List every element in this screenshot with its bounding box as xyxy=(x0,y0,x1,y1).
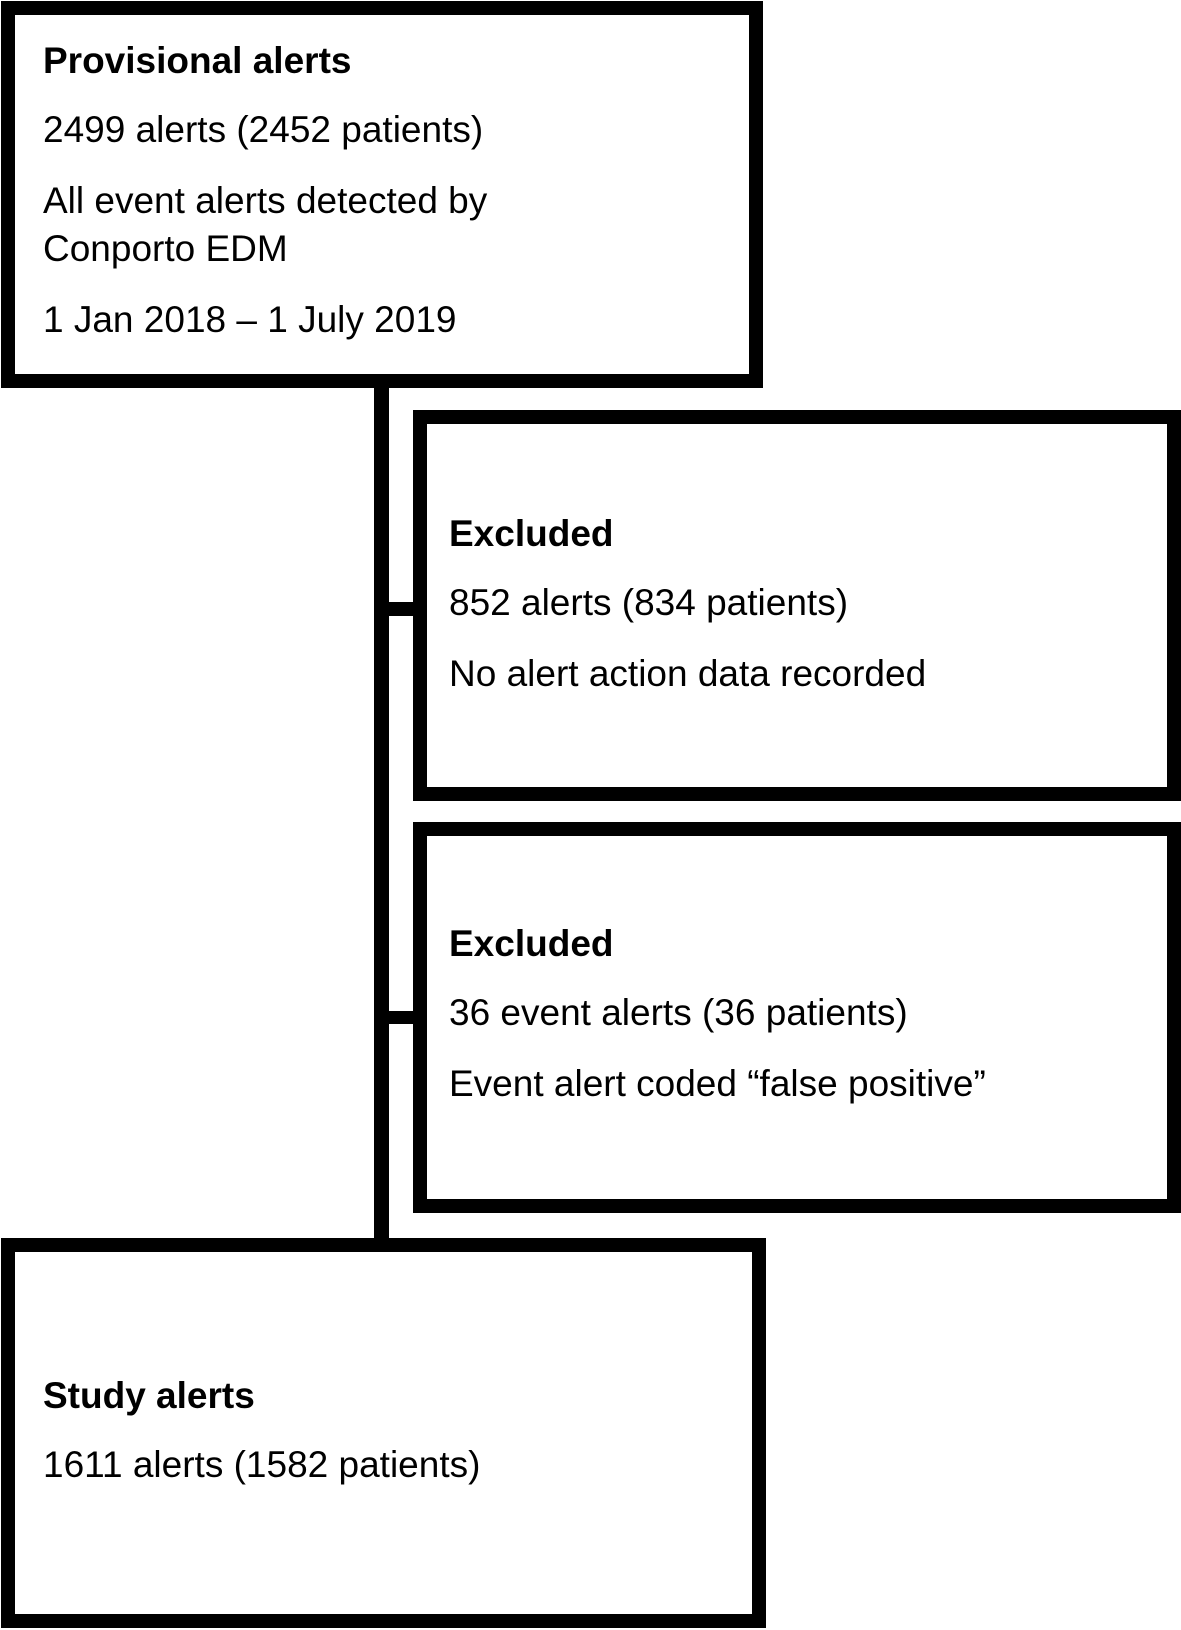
box-line-date-range: 1 Jan 2018 – 1 July 2019 xyxy=(43,299,457,340)
connector-branch-to-excluded-1 xyxy=(378,602,414,616)
connector-main-vertical-line xyxy=(374,386,389,1252)
box-title-provisional-alerts: Provisional alerts xyxy=(43,40,352,81)
box-study-alerts: Study alerts 1611 alerts (1582 patients) xyxy=(1,1238,766,1628)
box-excluded-no-action-data: Excluded 852 alerts (834 patients) No al… xyxy=(413,410,1181,801)
box-excluded-false-positive: Excluded 36 event alerts (36 patients) E… xyxy=(413,822,1181,1213)
box-line-excluded-reason: Event alert coded “false positive” xyxy=(449,1063,986,1104)
box-line-alert-source: All event alerts detected by Conporto ED… xyxy=(43,180,488,269)
box-provisional-alerts: Provisional alerts 2499 alerts (2452 pat… xyxy=(1,1,763,388)
connector-branch-to-excluded-2 xyxy=(378,1011,414,1024)
box-line-excluded-reason: No alert action data recorded xyxy=(449,653,927,694)
box-line-excluded-count: 36 event alerts (36 patients) xyxy=(449,992,908,1033)
box-title-excluded-1: Excluded xyxy=(449,513,614,554)
box-line-study-count: 1611 alerts (1582 patients) xyxy=(43,1444,481,1485)
box-line-excluded-count: 852 alerts (834 patients) xyxy=(449,582,849,623)
box-line-alert-count: 2499 alerts (2452 patients) xyxy=(43,109,484,150)
box-title-excluded-2: Excluded xyxy=(449,923,614,964)
box-title-study-alerts: Study alerts xyxy=(43,1375,255,1416)
